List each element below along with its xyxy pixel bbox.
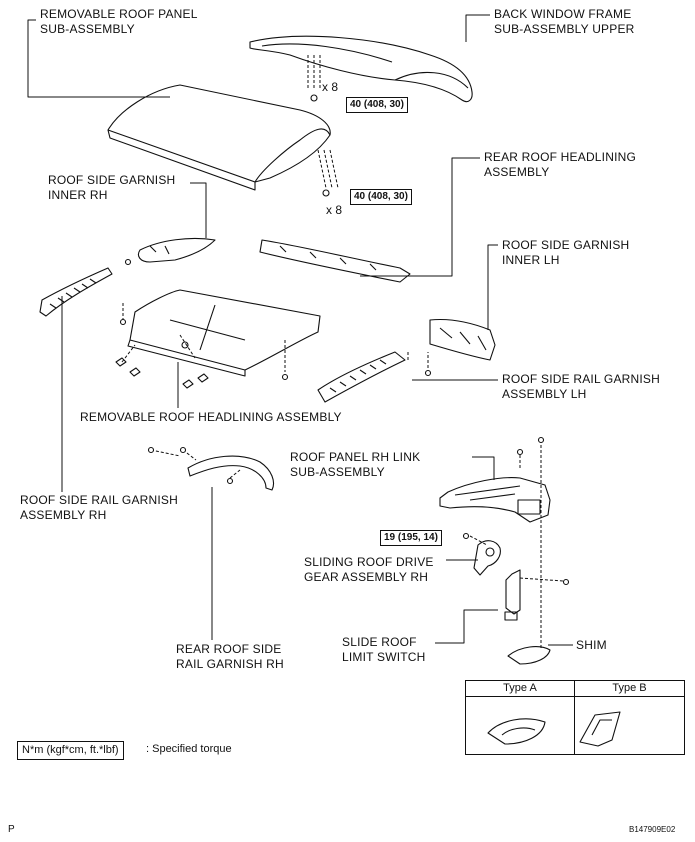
figure-code: B147909E02 xyxy=(629,825,676,834)
sliding-roof-drive-gear-part xyxy=(473,540,501,576)
rear-roof-headlining-part xyxy=(259,239,411,283)
rear-roof-side-rail-garnish-rh-part xyxy=(187,455,275,491)
roof-side-rail-garnish-lh-part xyxy=(317,351,406,403)
torque-roof-panel: 40 (408, 30) xyxy=(350,189,412,205)
shim-types-table: Type A Type B xyxy=(465,680,685,755)
clips xyxy=(115,357,209,389)
types-divider xyxy=(574,696,575,754)
roof-side-garnish-inner-lh-part xyxy=(429,318,496,361)
quantity-upper: x 8 xyxy=(322,80,339,94)
slide-roof-limit-switch-part xyxy=(504,569,521,621)
removable-roof-panel-part xyxy=(107,84,331,191)
page-mark: P xyxy=(8,824,15,835)
back-window-frame-part xyxy=(249,35,473,103)
bolts xyxy=(119,94,570,586)
shim-label: SHIM xyxy=(576,638,607,652)
shim-part xyxy=(507,646,551,665)
shim-type-b-illustration xyxy=(579,711,621,747)
torque-drive-gear: 19 (195, 14) xyxy=(380,530,442,546)
torque-legend-description: : Specified torque xyxy=(146,743,232,755)
shim-type-a-illustration xyxy=(487,718,546,745)
leader-lines xyxy=(27,14,573,650)
roof-side-rail-garnish-rh-part xyxy=(39,267,113,317)
roof-side-garnish-inner-rh-part xyxy=(137,237,216,263)
quantity-lower: x 8 xyxy=(326,203,343,217)
torque-back-window-frame: 40 (408, 30) xyxy=(346,97,408,113)
roof-panel-rh-link-part xyxy=(439,477,551,523)
type-b-header: Type B xyxy=(575,681,684,697)
removable-roof-headlining-part xyxy=(127,289,321,377)
type-a-header: Type A xyxy=(466,681,575,697)
torque-legend-key: N*m (kgf*cm, ft.*lbf) xyxy=(17,741,124,760)
removable-roof-headlining-label: REMOVABLE ROOF HEADLINING ASSEMBLY xyxy=(80,410,342,424)
